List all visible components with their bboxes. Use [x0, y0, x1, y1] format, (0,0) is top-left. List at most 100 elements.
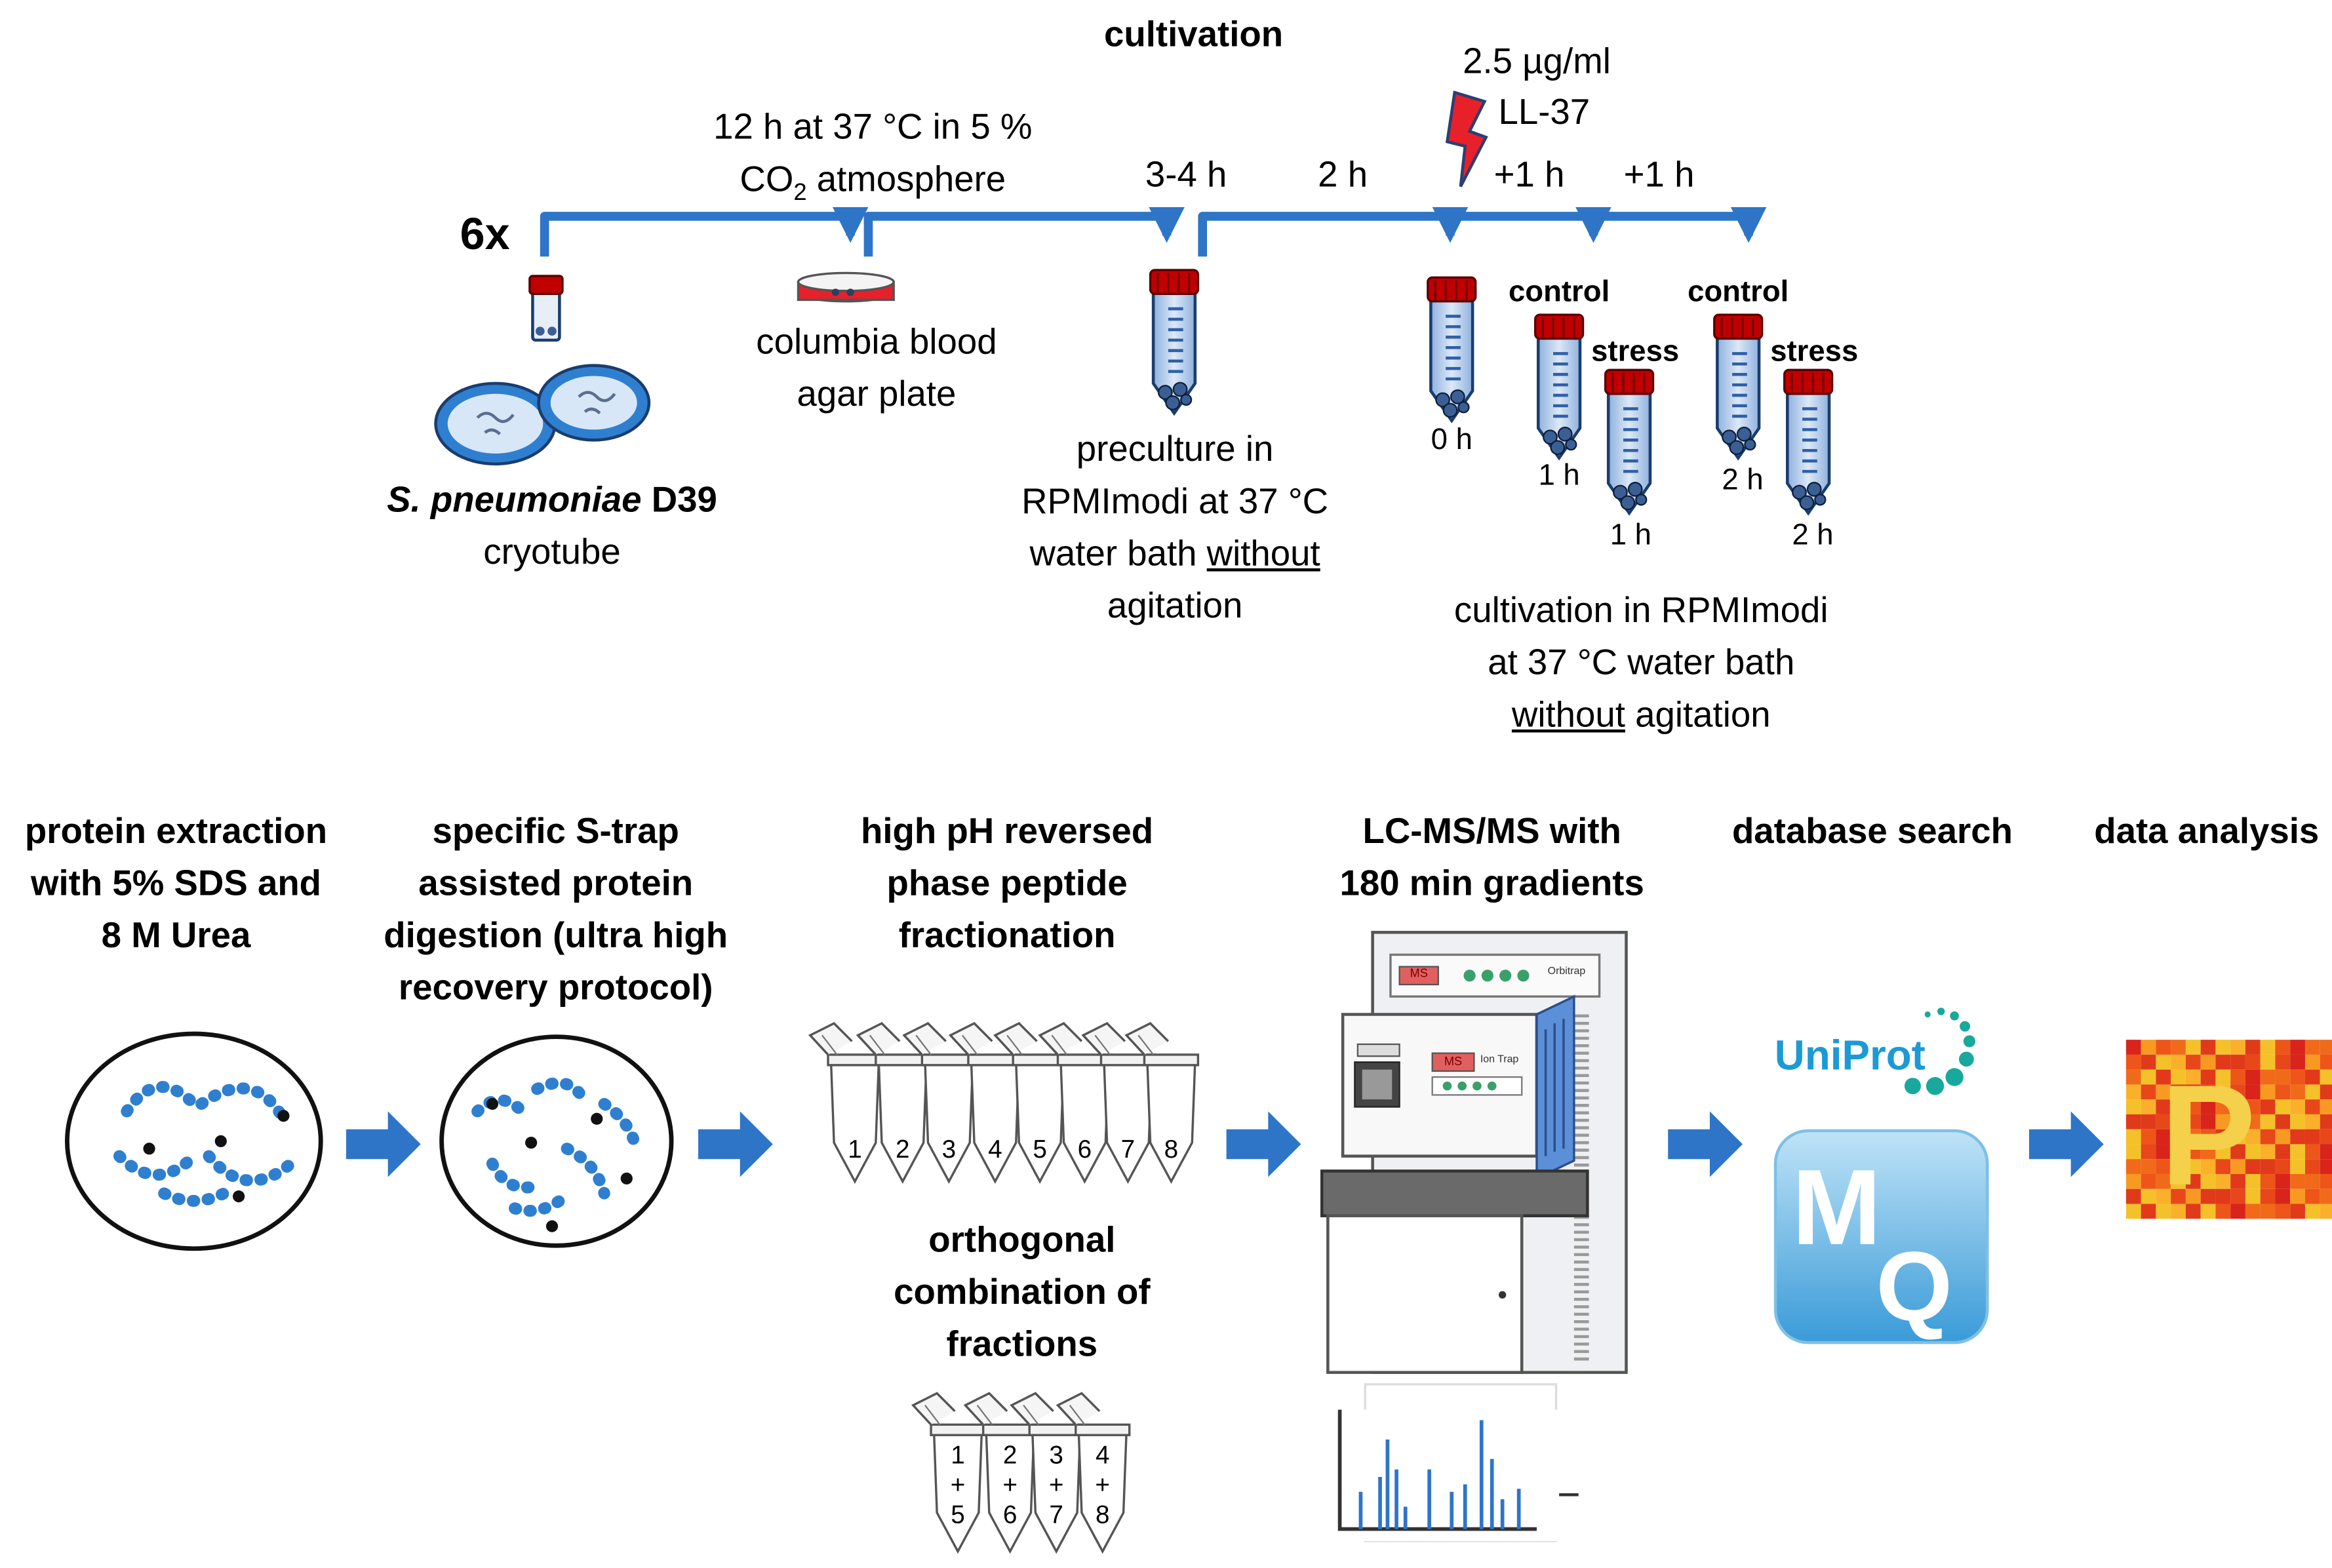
plate-label-line1: columbia blood [756, 322, 997, 363]
fraction-number: 5 [1033, 1135, 1047, 1164]
heatmap-tile [2185, 1159, 2201, 1174]
heatmap-tile [2215, 1040, 2231, 1055]
heatmap-tile [2141, 1040, 2156, 1055]
heatmap-tile [2185, 1173, 2201, 1189]
lightning-icon [1445, 90, 1488, 187]
heatmap-tile [2230, 1069, 2245, 1085]
heatmap-tile [2245, 1054, 2261, 1070]
heatmap-tile [2141, 1069, 2156, 1085]
heatmap-tile [2156, 1129, 2171, 1145]
heatmap-tile [2245, 1040, 2261, 1055]
arrow-5-icon [2028, 1111, 2104, 1177]
heatmap-tile [2185, 1054, 2201, 1070]
heatmap-tile [2156, 1054, 2171, 1070]
step3-line3: fractionation [898, 916, 1116, 956]
step3b-line2: combination of [894, 1272, 1151, 1313]
heatmap-tile [2171, 1099, 2186, 1114]
heatmap-tile [2320, 1188, 2332, 1204]
cultivation-line2: at 37 °C water bath [1488, 642, 1795, 684]
heatmap-tile [2185, 1069, 2201, 1085]
heatmap-tile [2125, 1129, 2141, 1145]
heatmap-tile [2275, 1188, 2291, 1204]
petri-dish-icon [434, 364, 651, 466]
step1-line1: protein extraction [24, 811, 328, 852]
heatmap-tile [2156, 1114, 2171, 1129]
heatmap-tile [2200, 1129, 2216, 1145]
heatmap-tile [2185, 1129, 2201, 1145]
step3-line1: high pH reversed [861, 811, 1154, 852]
preculture-line3: water bath without [1029, 534, 1320, 575]
heatmap-tile [2215, 1114, 2231, 1129]
arrow-4-icon [1668, 1111, 1743, 1177]
heatmap-tile [2156, 1173, 2171, 1189]
heatmap-tile [2275, 1040, 2291, 1055]
heatmap-tile [2215, 1188, 2231, 1204]
heatmap-tile [2320, 1069, 2332, 1085]
stress1-time: 1 h [1610, 519, 1651, 553]
heatmap-tile [2125, 1040, 2141, 1055]
tube-stress-1h-icon [1606, 370, 1653, 513]
heatmap-tile [2320, 1144, 2332, 1160]
stress2-time: 2 h [1792, 519, 1834, 553]
heatmap-tile [2245, 1084, 2261, 1100]
heatmap-tile [2290, 1084, 2305, 1100]
heatmap-tile [2200, 1159, 2216, 1174]
perseus-p-label: P [2160, 1056, 2256, 1216]
step2-line1: specific S-trap [432, 811, 679, 852]
heatmap-tile [2200, 1054, 2216, 1070]
heatmap-tile [2185, 1144, 2201, 1160]
preculture-line2: RPMImodi at 37 °C [1021, 482, 1329, 522]
heatmap-tile [2304, 1129, 2320, 1145]
heatmap-tile [2304, 1114, 2320, 1129]
heatmap-tile [2304, 1084, 2320, 1100]
fraction-number: 6 [1077, 1135, 1092, 1164]
step5-duration: +1 h [1623, 155, 1695, 196]
step5-label: database search [1731, 811, 2013, 852]
heatmap-tile [2260, 1159, 2276, 1174]
tube-control-1h-icon [1535, 315, 1583, 458]
agar-plate-icon [797, 271, 895, 303]
heatmap-tile [2171, 1084, 2186, 1100]
heatmap-tile [2260, 1173, 2276, 1189]
heatmap-tile [2125, 1114, 2141, 1129]
heatmap-tile [2171, 1204, 2186, 1219]
heatmap-tile [2185, 1204, 2201, 1219]
heatmap-tile [2215, 1159, 2231, 1174]
heatmap-tile [2275, 1069, 2291, 1085]
heatmap-tile [2156, 1099, 2171, 1114]
heatmap-tile [2275, 1204, 2291, 1219]
step2-line4: recovery protocol) [398, 968, 713, 1009]
heatmap-tile [2275, 1173, 2291, 1189]
step6-label: data analysis [2094, 811, 2320, 852]
heatmap-tile [2141, 1144, 2156, 1160]
heatmap-tile [2125, 1099, 2141, 1114]
heatmap-tile [2275, 1084, 2291, 1100]
heatmap-tile [2185, 1114, 2201, 1129]
maxquant-q-label: Q [1876, 1230, 1953, 1341]
heatmap-tile [2185, 1099, 2201, 1114]
heatmap-tile [2245, 1188, 2261, 1204]
heatmap-tile [2260, 1054, 2276, 1070]
protein-circle-1-icon [64, 1031, 323, 1251]
heatmap-tile [2125, 1204, 2141, 1219]
heatmap-tile [2320, 1084, 2332, 1100]
heatmap-tile [2156, 1144, 2171, 1160]
concentration-label: 2.5 µg/ml [1463, 41, 1611, 83]
fraction-number: 7 [1120, 1135, 1136, 1164]
heatmap-tile [2215, 1173, 2231, 1189]
step4-line2: 180 min gradients [1339, 863, 1644, 905]
strain-label: S. pneumoniae D39 [387, 480, 717, 521]
fraction-number: 3 [941, 1135, 957, 1164]
heatmap-tile [2230, 1144, 2245, 1160]
heatmap-tile [2200, 1084, 2216, 1100]
heatmap-tile [2304, 1204, 2320, 1219]
heatmap-tile [2320, 1054, 2332, 1070]
stress2-label: stress [1770, 336, 1859, 369]
heatmap-tile [2290, 1188, 2305, 1204]
combined-fraction-label: 2+6 [1002, 1441, 1018, 1529]
preculture-line1: preculture in [1076, 429, 1274, 470]
heatmap-tile [2200, 1173, 2216, 1189]
heatmap-tile [2171, 1173, 2186, 1189]
heatmap-tile [2245, 1114, 2261, 1129]
heatmap-tile [2275, 1114, 2291, 1129]
